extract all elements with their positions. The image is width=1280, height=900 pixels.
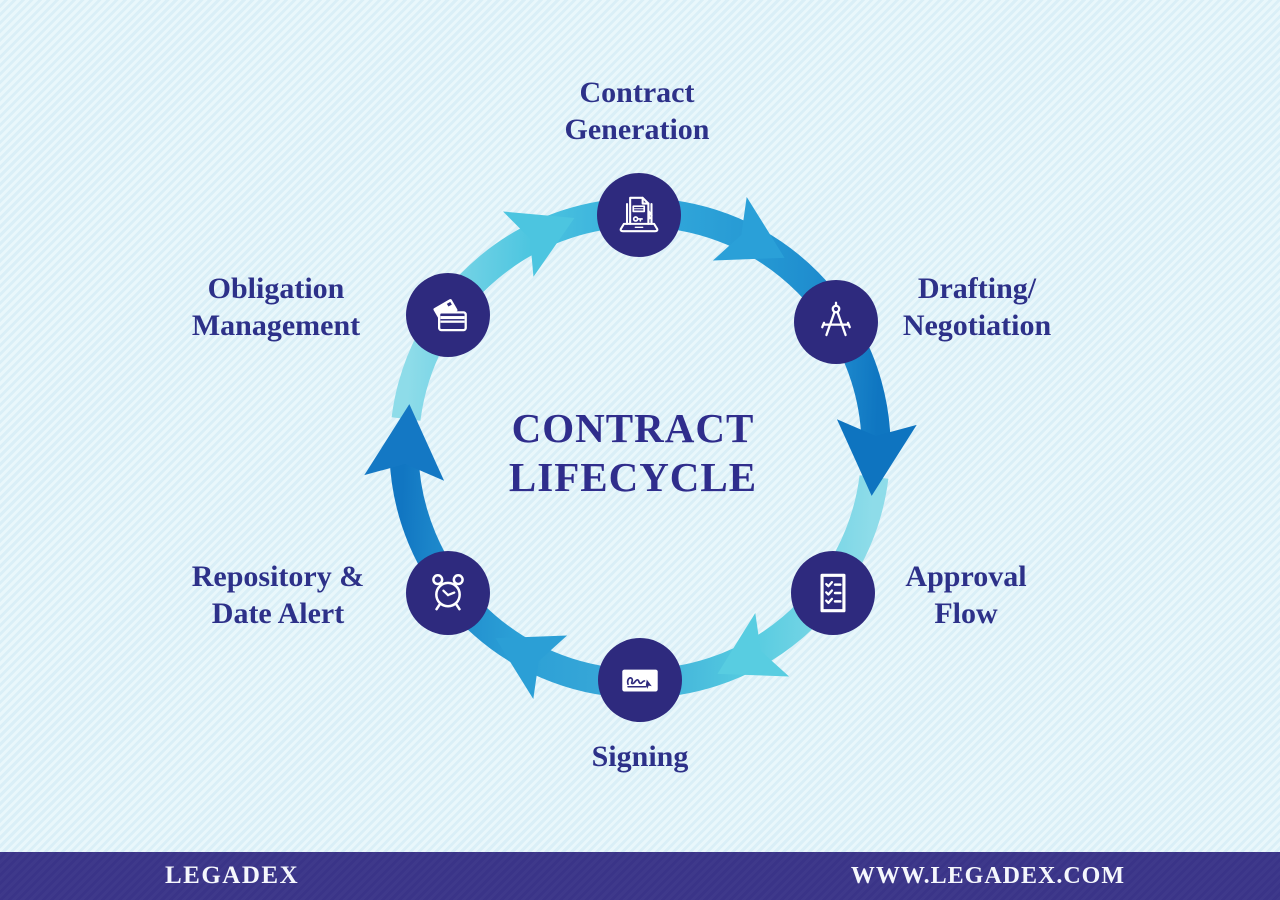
stage-label-line: Obligation	[207, 272, 345, 305]
stage-node-contract-generation	[597, 173, 681, 257]
page-title-line: CONTRACT	[511, 405, 755, 451]
stage-label-line: Negotiation	[902, 309, 1052, 342]
stage-label-line: Contract	[579, 76, 695, 109]
laptop-document-icon	[619, 196, 659, 233]
drafting-compass-icon	[821, 301, 851, 337]
stage-label-approval-flow: Approval Flow	[806, 558, 1126, 632]
stage-node-obligation-management	[406, 273, 490, 357]
stage-label-line: Drafting/	[917, 272, 1037, 305]
page-title: CONTRACT LIFECYCLE	[453, 404, 813, 502]
stage-label-line: Management	[191, 309, 361, 342]
stage-node-signing	[598, 638, 682, 722]
checklist-icon	[820, 573, 846, 613]
arrow-drafting-to-approval-icon	[836, 419, 917, 496]
stage-label-repository-date-alert: Repository & Date Alert	[118, 558, 438, 632]
brand-logo: LEGADEX	[165, 862, 300, 889]
stage-label-signing: Signing	[480, 738, 800, 775]
website-url: WWW.LEGADEX.COM	[850, 862, 1125, 889]
stage-label-obligation-management: Obligation Management	[116, 270, 436, 344]
arrow-contract-to-drafting-icon	[712, 196, 785, 261]
stage-node-drafting-negotiation	[794, 280, 878, 364]
stage-label-contract-generation: Contract Generation	[477, 74, 797, 148]
footer-bar: LEGADEX WWW.LEGADEX.COM	[0, 852, 1280, 900]
stage-node-repository-date-alert	[406, 551, 490, 635]
arrow-obligation-to-contract-icon	[503, 211, 575, 277]
stage-node-approval-flow	[791, 551, 875, 635]
arrow-signing-to-repository-icon	[495, 635, 568, 700]
arrow-approval-to-signing-icon	[717, 612, 790, 677]
stage-label-line: Flow	[934, 597, 998, 630]
stage-label-line: Date Alert	[211, 597, 345, 630]
arrow-repository-to-obligation-icon	[364, 404, 445, 481]
stage-label-line: Signing	[591, 740, 689, 773]
stage-label-drafting-negotiation: Drafting/ Negotiation	[817, 270, 1137, 344]
signature-icon	[622, 669, 658, 692]
stage-label-line: Repository &	[191, 560, 365, 593]
alarm-clock-icon	[432, 574, 464, 611]
credit-cards-icon	[433, 299, 467, 332]
stage-label-line: Generation	[564, 113, 710, 146]
page-title-line: LIFECYCLE	[508, 454, 758, 500]
stage-label-line: Approval	[905, 560, 1027, 593]
page-background: Contract Generation Drafting/ Negotiatio…	[0, 0, 1280, 852]
